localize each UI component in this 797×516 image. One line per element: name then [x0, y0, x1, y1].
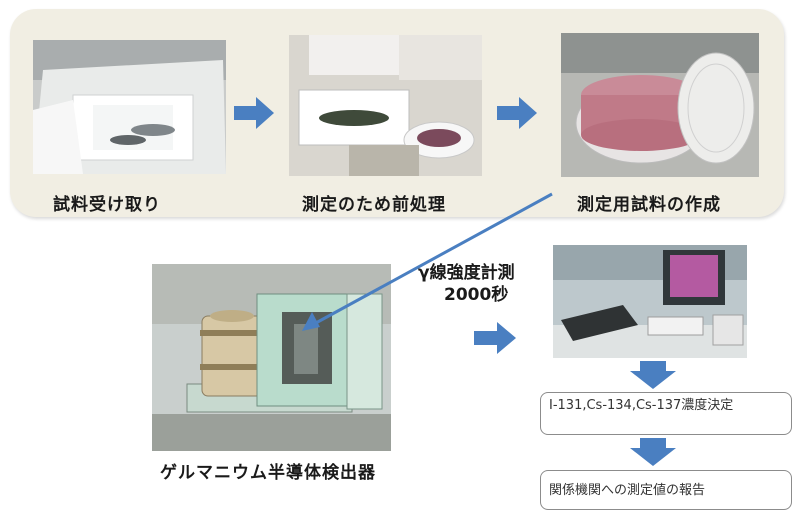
photo-prepared-sample: [561, 33, 759, 177]
step-label: 試料受け取り: [53, 195, 161, 215]
step-label: 測定のため前処理: [302, 195, 446, 215]
arrow-diagonal-icon: [302, 192, 553, 331]
arrow-right-icon: [474, 322, 516, 354]
step-label: 測定用試料の作成: [577, 195, 721, 215]
arrow-right-icon: [234, 97, 274, 129]
result-text: I-131,Cs-134,Cs-137濃度決定: [549, 398, 734, 413]
arrow-down-icon: [630, 438, 676, 466]
photo-sample-reception: [33, 40, 226, 174]
result-box-concentration: I-131,Cs-134,Cs-137濃度決定: [540, 392, 792, 435]
result-text: 関係機関への測定値の報告: [549, 483, 706, 498]
measurement-line2: 2000秒: [444, 285, 509, 305]
measurement-label: γ線強度計測 2000秒: [418, 262, 540, 306]
photo-germanium-detector: [152, 264, 391, 451]
measurement-line1: γ線強度計測: [418, 263, 515, 283]
arrow-down-icon: [630, 361, 676, 389]
photo-pretreatment: [289, 35, 482, 176]
detector-label: ゲルマニウム半導体検出器: [160, 463, 376, 483]
arrow-right-icon: [497, 97, 537, 129]
photo-analysis-computer: [553, 245, 747, 358]
result-box-report: 関係機関への測定値の報告: [540, 470, 792, 510]
